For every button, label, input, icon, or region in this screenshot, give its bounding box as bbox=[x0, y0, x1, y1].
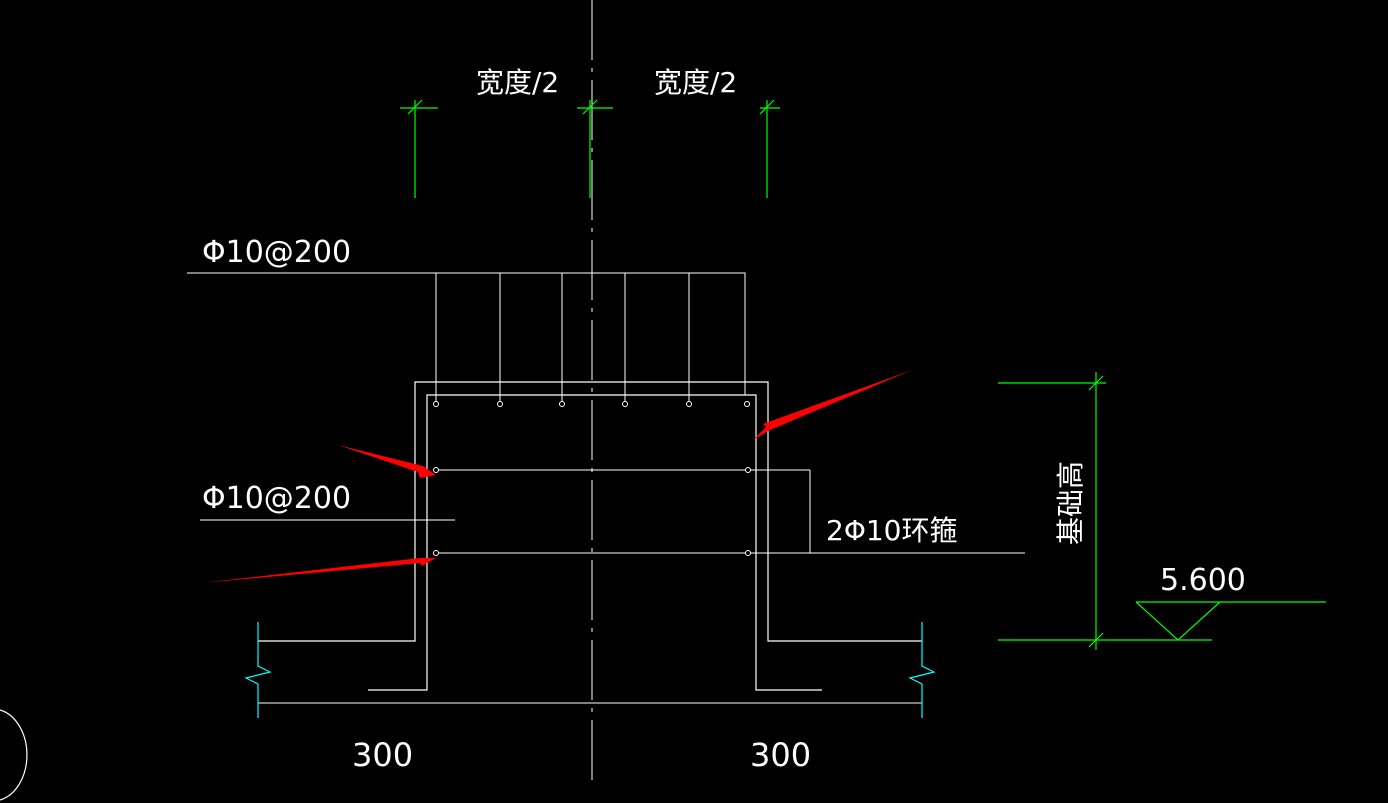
half-width-label-right: 宽度/2 bbox=[654, 66, 737, 99]
red-arrows bbox=[202, 370, 912, 583]
half-width-label-left: 宽度/2 bbox=[476, 66, 559, 99]
beam-height-label: 基础高 bbox=[1054, 461, 1087, 545]
top-rebar-dots bbox=[433, 401, 750, 407]
height-dimension bbox=[998, 372, 1326, 650]
top-width-dimension bbox=[400, 99, 780, 198]
ring-stirrup-label: 2Φ10环箍 bbox=[826, 514, 957, 547]
top-rebar-verticals bbox=[435, 273, 690, 402]
arrow-upper-left bbox=[338, 445, 436, 478]
break-lines bbox=[244, 622, 936, 718]
top-rebar-leader bbox=[187, 272, 746, 395]
dim-left-label: 300 bbox=[352, 736, 413, 774]
side-rebar-dots bbox=[433, 467, 751, 556]
beam-outline bbox=[258, 381, 922, 691]
dim-right-label: 300 bbox=[750, 736, 811, 774]
partial-circle-icon bbox=[0, 709, 28, 801]
top-rebar-label: Φ10@200 bbox=[202, 235, 351, 270]
elevation-label: 5.600 bbox=[1160, 563, 1246, 598]
arrow-lower-left bbox=[202, 558, 436, 583]
side-rebar-label: Φ10@200 bbox=[202, 481, 351, 516]
